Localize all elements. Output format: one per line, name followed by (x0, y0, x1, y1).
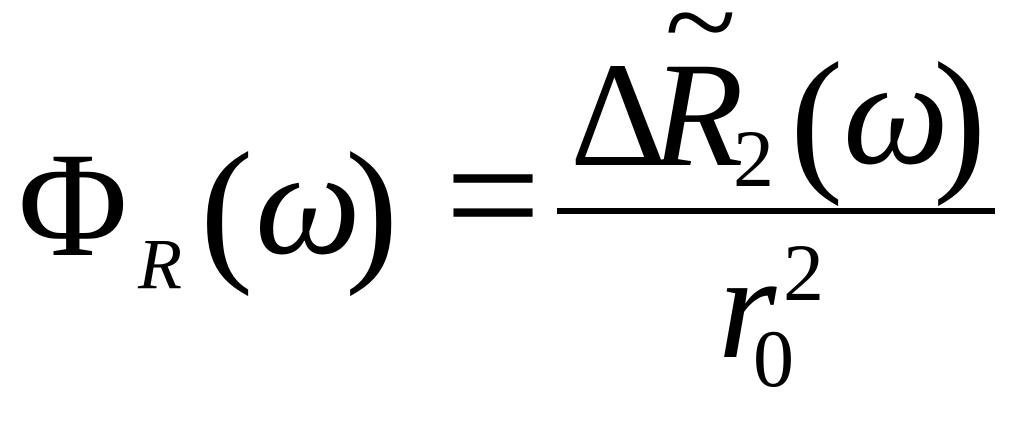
equals-sign: = (445, 101, 541, 289)
r-subscript: 2 (733, 113, 774, 204)
tilde-accent: ~ (664, 0, 737, 88)
lhs-omega: ω (255, 120, 361, 286)
lhs-close-paren: ) (345, 119, 399, 297)
phi-symbol: Φ (18, 122, 128, 288)
r0-symbol: r (718, 224, 777, 390)
delta-symbol: Δ (570, 32, 667, 198)
rhs-omega: ω (843, 30, 949, 196)
lhs-open-paren: ( (200, 119, 254, 297)
fraction-bar (557, 208, 995, 214)
phi-subscript: R (138, 224, 182, 304)
r0-subscript: 0 (753, 313, 794, 404)
rhs-close-paren: ) (933, 29, 987, 207)
r0-superscript: 2 (783, 227, 824, 318)
r-symbol: R (652, 32, 744, 198)
rhs-open-paren: ( (790, 29, 844, 207)
